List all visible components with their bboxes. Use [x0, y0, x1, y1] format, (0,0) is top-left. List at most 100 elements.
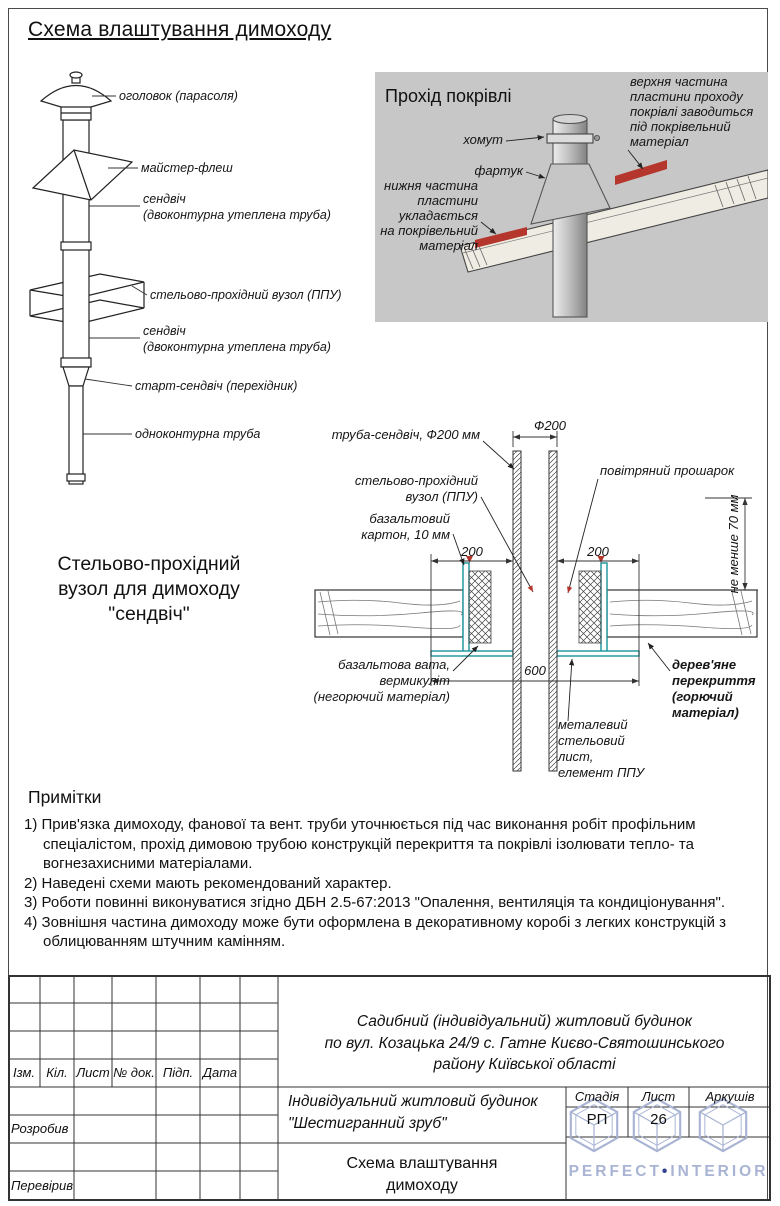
- roof-pass-diagram: хомут фартук верхня частина пластини про…: [380, 74, 768, 318]
- page-title: Схема влаштування димоходу: [28, 18, 332, 41]
- chimney-leader-lines: [83, 95, 148, 435]
- label-air-gap: повітряний прошарок: [600, 463, 735, 478]
- lower-note-line: нижня частина: [384, 178, 478, 193]
- lower-note-line: на покрівельний: [380, 223, 478, 238]
- sheet-label: Лист: [641, 1089, 676, 1104]
- label-metal-sheet: лист,: [557, 749, 593, 764]
- lower-flashing-plate: [475, 227, 527, 248]
- sheets-label: Аркушів: [705, 1089, 755, 1104]
- clamp-band: [546, 133, 594, 144]
- col-list: Лист: [76, 1065, 110, 1080]
- label-sandwich-top-2: (двоконтурна утеплена труба): [143, 208, 331, 222]
- label-basalt-cardboard: картон, 10 мм: [361, 527, 450, 542]
- upper-note-line: верхня частина: [630, 74, 728, 89]
- label-ppu-unit: вузол (ППУ): [406, 489, 478, 504]
- upper-flashing-plate: [615, 160, 667, 185]
- label-metal-sheet: елемент ППУ: [558, 765, 646, 780]
- right-wood-slab: [606, 589, 758, 638]
- section-annotations: труба-сендвіч, Ф200 мм повітряний прошар…: [314, 427, 756, 780]
- object-line: "Шестигранний зруб": [288, 1115, 447, 1132]
- label-sandwich-bot-2: (двоконтурна утеплена труба): [143, 340, 331, 354]
- row-checked-by: Перевірив: [11, 1178, 74, 1193]
- project-description: Садибний (індивідуальний) житловий будин…: [280, 1011, 769, 1076]
- dimensions: Ф200 200 200 600 не менше 70 мм: [430, 418, 758, 686]
- roof-pass-panel: хомут фартук верхня частина пластини про…: [375, 72, 768, 322]
- label-wood-ceiling: дерев'яне: [672, 657, 736, 672]
- lower-note-line: матеріал: [419, 238, 478, 253]
- chimney-labels: оголовок (парасоля) майстер-флеш сендвіч…: [119, 89, 342, 441]
- col-kil: Кіл.: [46, 1065, 68, 1080]
- object-name: Індивідуальний житловий будинок "Шестигр…: [288, 1091, 562, 1135]
- logo-wordmark: PERFECT•INTERIOR: [566, 1163, 771, 1181]
- label-pipe-sandwich: труба-сендвіч, Ф200 мм: [332, 427, 480, 442]
- ceiling-pass-section-diagram: Ф200 200 200 600 не менше 70 мм труба-се…: [314, 418, 758, 780]
- sheets-value: [689, 1107, 771, 1133]
- label-metal-sheet: стельовий: [558, 733, 625, 748]
- col-doc: № док.: [113, 1065, 155, 1080]
- logo-part1: PERFECT: [568, 1163, 662, 1180]
- note-item: 1) Прив'язка димоходу, фанової та вент. …: [24, 816, 696, 872]
- col-pidp: Підп.: [162, 1065, 194, 1080]
- lower-note-line: пластини: [417, 193, 478, 208]
- label-metal-sheet: металевий: [558, 717, 628, 732]
- label-clamp: хомут: [462, 132, 503, 147]
- stage-label: Стадія: [574, 1089, 620, 1104]
- note-item: 2) Наведені схеми мають рекомендований х…: [24, 874, 392, 892]
- label-start-adapter: старт-сендвіч (перехідник): [135, 379, 297, 393]
- upper-note-line: матеріал: [630, 134, 689, 149]
- logo-part2: INTERIOR: [670, 1163, 769, 1180]
- roof-annotations: хомут фартук верхня частина пластини про…: [380, 74, 753, 253]
- roof-annotation-arrows: [480, 134, 644, 235]
- label-ceiling-unit: стельово-прохідний вузол (ППУ): [150, 288, 342, 302]
- chimney-drawing: [29, 71, 145, 485]
- label-wood-ceiling: (горючий: [672, 689, 733, 704]
- section-heading-line: вузол для димоходу: [58, 578, 240, 600]
- apron-skirt: [530, 163, 611, 225]
- logo-dot: •: [661, 1163, 671, 1180]
- lower-note-line: укладається: [398, 208, 478, 223]
- label-basalt-cardboard: базальтовий: [369, 511, 450, 526]
- label-apron: фартук: [474, 163, 523, 178]
- note-item: 4) Зовнішня частина димоходу може бути о…: [24, 913, 726, 951]
- label-single-pipe: одноконтурна труба: [135, 427, 260, 441]
- object-line: Індивідуальний житловий будинок: [288, 1093, 538, 1110]
- drawing-title-line: димоходу: [386, 1177, 458, 1194]
- chimney-elevation-diagram: оголовок (парасоля) майстер-флеш сендвіч…: [29, 71, 342, 485]
- upper-note-line: пластини проходу: [630, 89, 744, 104]
- note-item: 3) Роботи повинні виконуватися згідно ДБ…: [24, 894, 726, 911]
- project-line: району Київської області: [433, 1056, 616, 1073]
- logo-cube-icon: [569, 1097, 619, 1153]
- label-basalt-wool: базальтова вата,: [338, 657, 450, 672]
- sandwich-pipe-section: [512, 450, 558, 772]
- stage-value: РП: [586, 1111, 608, 1128]
- logo-cube-icon: [698, 1097, 748, 1153]
- dim-min-70: не менше 70 мм: [726, 495, 741, 594]
- sheet-value: 26: [650, 1111, 667, 1128]
- drawing-title-line: Схема влаштування: [346, 1155, 498, 1172]
- section-heading: Стельово-прохідний вузол для димоходу "с…: [30, 552, 268, 627]
- left-wood-slab: [314, 589, 464, 638]
- metal-sheet-right: [556, 650, 640, 657]
- section-leader-lines: [452, 440, 671, 722]
- label-sandwich-bot-1: сендвіч: [143, 324, 186, 338]
- dim-diameter: Ф200: [534, 418, 567, 433]
- roof-pass-title: Прохід покрівлі: [385, 86, 512, 106]
- notes-heading: Примітки: [28, 787, 102, 807]
- project-line: Садибний (індивідуальний) житловий будин…: [356, 1013, 693, 1030]
- upper-note-line: під покрівельний: [630, 119, 731, 134]
- label-sandwich-top-1: сендвіч: [143, 192, 186, 206]
- label-ppu-unit: стельово-прохідний: [355, 473, 478, 488]
- ppu-unit: [430, 556, 640, 657]
- section-heading-line: Стельово-прохідний: [57, 553, 241, 575]
- dim-600: 600: [524, 663, 546, 678]
- col-data: Дата: [202, 1065, 238, 1080]
- drawing-title: Схема влаштування димоходу: [280, 1153, 564, 1197]
- basalt-insulation-right: [578, 570, 602, 644]
- label-cap: оголовок (парасоля): [119, 89, 238, 103]
- roof-board: [459, 169, 768, 273]
- basalt-insulation-left: [468, 570, 492, 644]
- label-basalt-wool: вермикуліт: [380, 673, 451, 688]
- title-block-grid: [8, 975, 771, 1201]
- row-developed-by: Розробив: [11, 1121, 69, 1136]
